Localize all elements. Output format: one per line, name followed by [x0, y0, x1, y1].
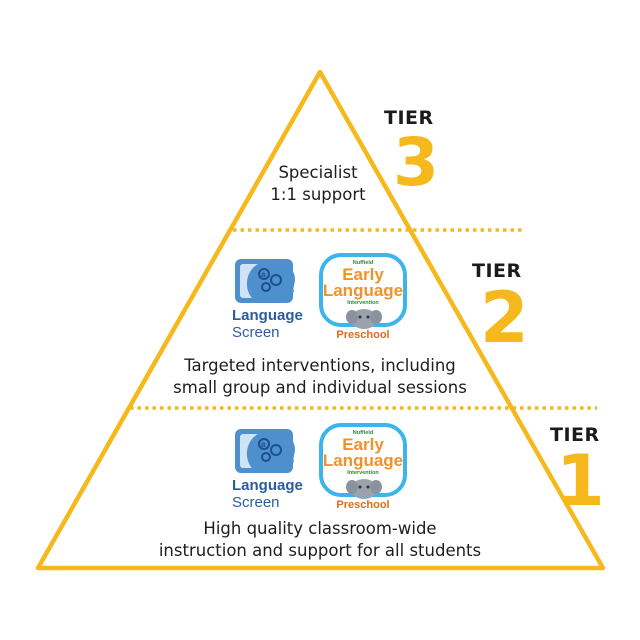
early-language-logo: Nuffield Early Language Intervention Pre… [319, 423, 409, 517]
tier-2-line-1: Targeted interventions, including [184, 356, 456, 375]
language-screen-word-1: Language [232, 477, 303, 494]
brain-tablet-icon: a [235, 259, 295, 303]
early-language-logo: Nuffield Early Language Intervention Pre… [319, 253, 409, 347]
tier-2-line-2: small group and individual sessions [173, 378, 467, 397]
language-screen-word-2: Screen [232, 324, 280, 341]
tier-2-label: TIER [472, 260, 522, 282]
tier-1-number: 1 [556, 440, 605, 522]
elephant-icon [346, 479, 382, 499]
elephant-icon [346, 309, 382, 329]
svg-text:a: a [261, 270, 266, 279]
early-language-bottom: Preschool [336, 329, 390, 341]
early-language-top: Nuffield [352, 430, 374, 436]
language-screen-logo: a Language Screen [232, 252, 318, 344]
early-language-line-2: Language [322, 451, 404, 470]
tier-3-line-1: Specialist [278, 163, 358, 182]
early-language-line-2: Language [322, 281, 404, 300]
tier-1-description: High quality classroom-wide instruction … [120, 518, 520, 562]
early-language-line-1: Early [342, 435, 384, 454]
early-language-bottom: Preschool [336, 499, 390, 511]
tier-3-number: 3 [393, 124, 439, 201]
language-screen-logo: a Language Screen [232, 422, 318, 514]
tier-2-number: 2 [480, 277, 529, 359]
svg-text:a: a [261, 440, 266, 449]
early-language-frame [319, 253, 407, 327]
brain-tablet-icon: a [235, 429, 295, 473]
tier-2-description: Targeted interventions, including small … [130, 355, 510, 399]
early-language-sub: Intervention [347, 470, 379, 476]
early-language-sub: Intervention [347, 300, 379, 306]
tier-1-label: TIER [550, 424, 600, 446]
pyramid-outline [35, 69, 606, 571]
language-screen-word-2: Screen [232, 494, 280, 511]
tier-3-line-2: 1:1 support [270, 185, 366, 204]
tier-1-line-1: High quality classroom-wide [203, 519, 437, 538]
early-language-top: Nuffield [352, 260, 374, 266]
language-screen-word-1: Language [232, 307, 303, 324]
tier-1-line-2: instruction and support for all students [158, 541, 482, 560]
tier-3-description: Specialist 1:1 support [243, 162, 393, 206]
tier-3-label: TIER [384, 107, 434, 129]
early-language-line-1: Early [342, 265, 384, 284]
